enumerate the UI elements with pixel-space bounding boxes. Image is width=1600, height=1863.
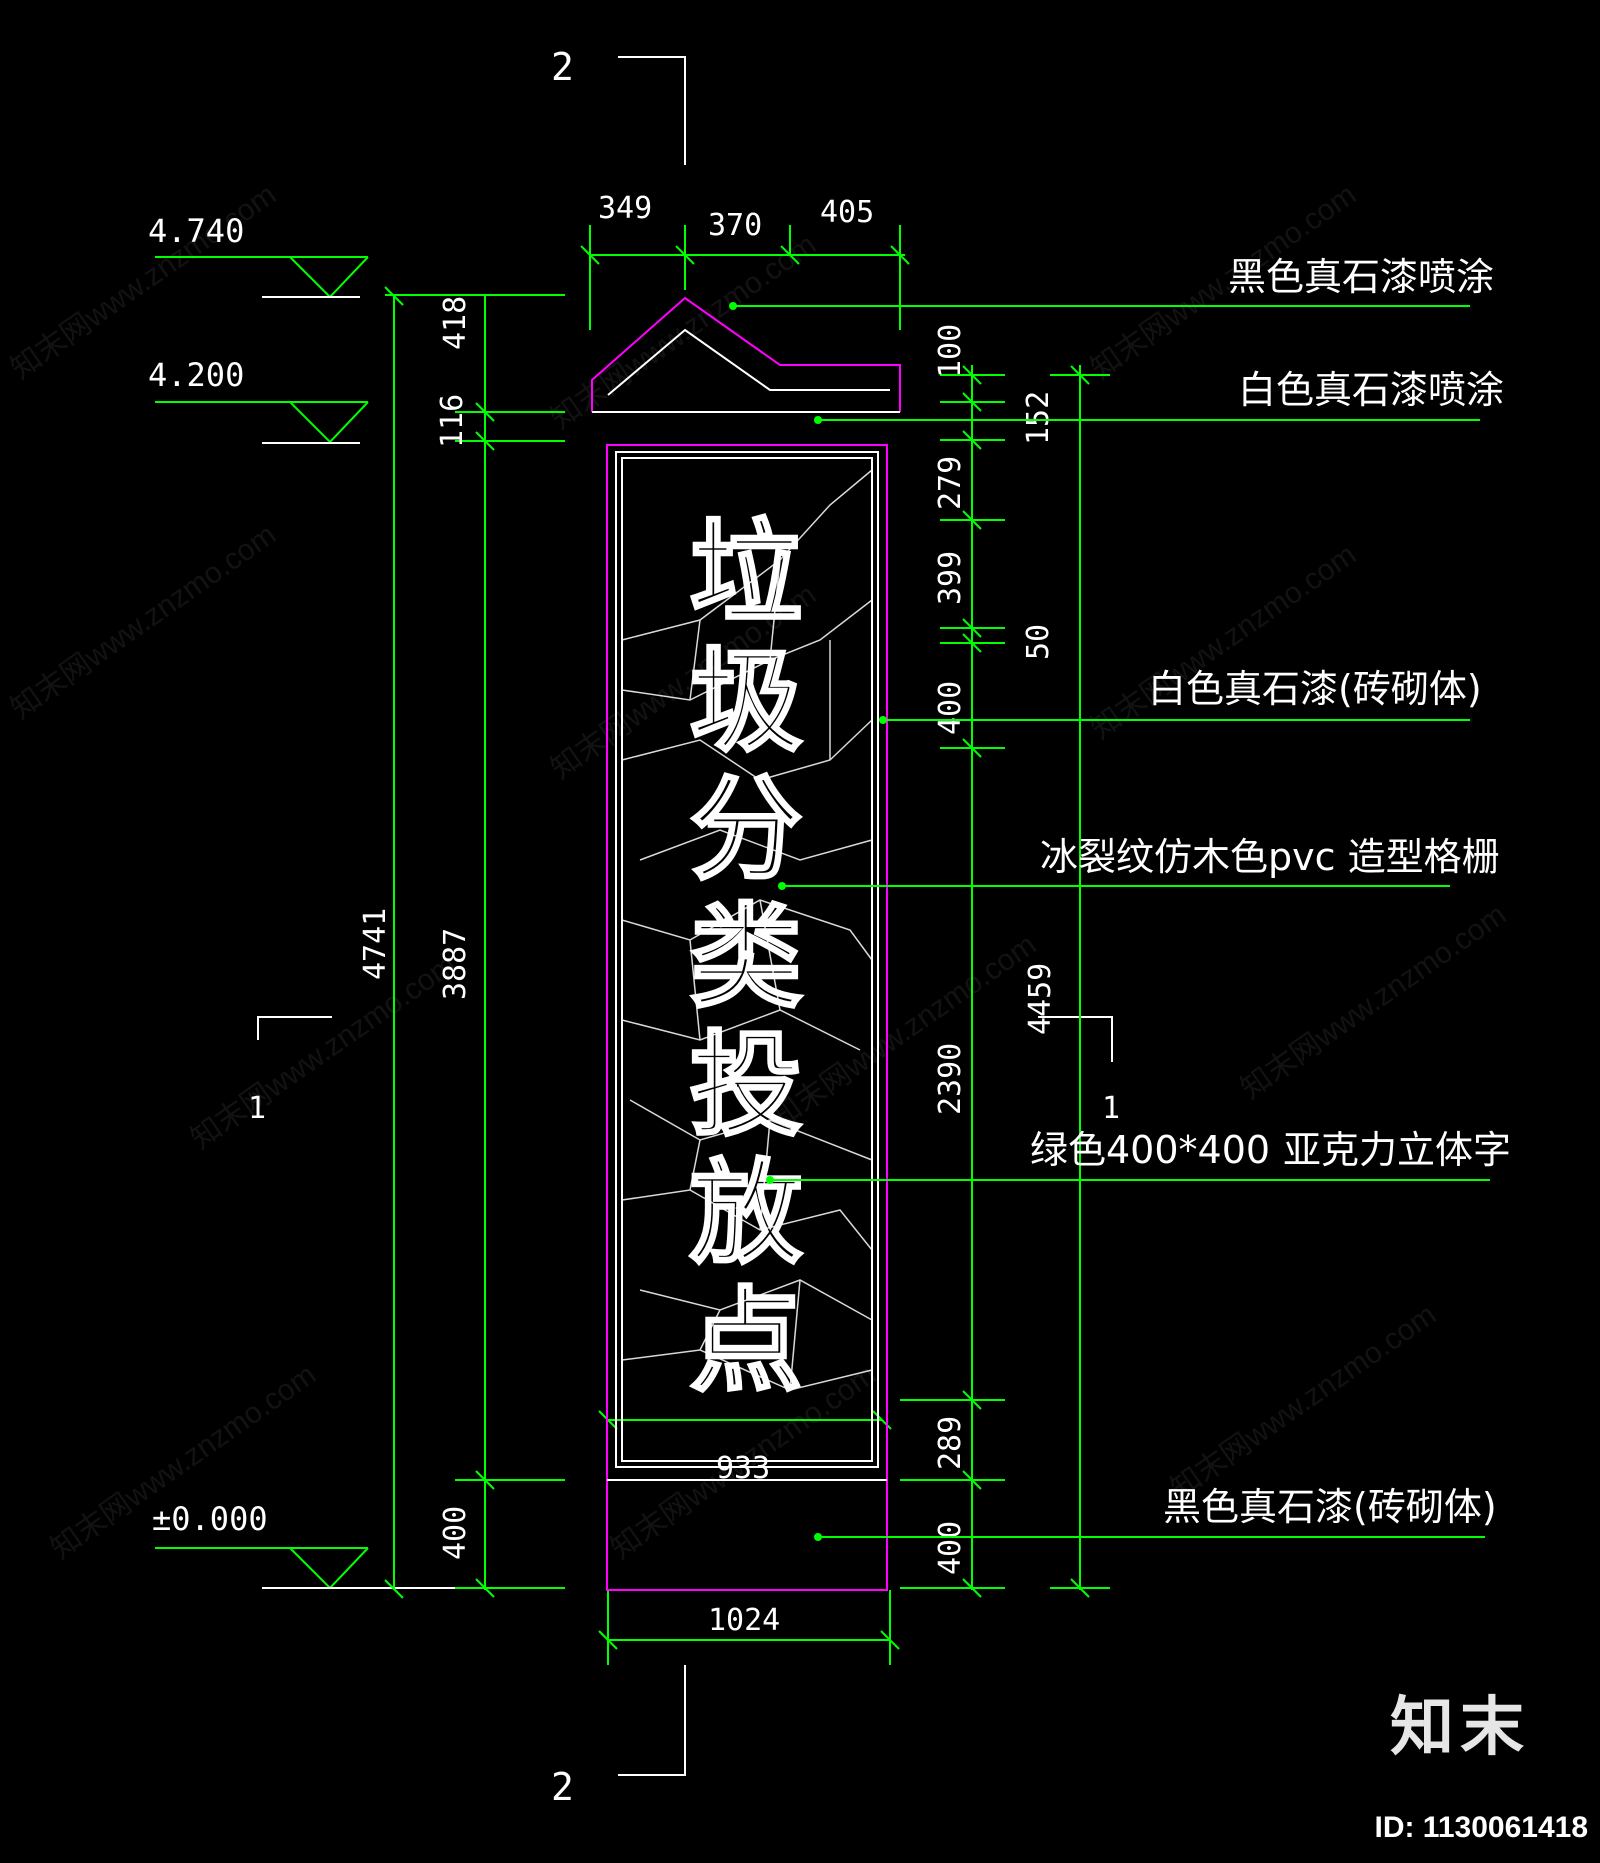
dim-4741: 4741 bbox=[358, 908, 393, 980]
note-green-size: 绿色400*400 bbox=[1030, 1128, 1270, 1172]
section-label-left: 1 bbox=[248, 1091, 266, 1126]
dim-289: 289 bbox=[933, 1416, 968, 1470]
dim-370: 370 bbox=[708, 208, 762, 243]
section-mark-bottom-line bbox=[618, 1665, 686, 1776]
dim-100: 100 bbox=[933, 324, 968, 378]
dimension-lines bbox=[384, 225, 1110, 1665]
section-mark-left-line bbox=[257, 1016, 332, 1040]
sign-char: 投 bbox=[690, 1021, 802, 1151]
sign-char: 垃 bbox=[690, 509, 802, 639]
sign-char: 圾 bbox=[690, 637, 802, 767]
leader-lines bbox=[733, 305, 1490, 1538]
brand-logo: 知末 bbox=[1390, 1691, 1530, 1765]
watermark-text: 知末网www.znzmo.com bbox=[1165, 1298, 1442, 1506]
sign-outline bbox=[591, 296, 901, 1591]
elevation-label-ground: ±0.000 bbox=[152, 1500, 268, 1538]
dim-405: 405 bbox=[820, 195, 874, 230]
dim-279: 279 bbox=[933, 456, 968, 510]
sign-detail bbox=[592, 328, 900, 1481]
watermark-text: 知末网www.znzmo.com bbox=[185, 948, 462, 1156]
watermark-text: 知末网www.znzmo.com bbox=[1235, 898, 1512, 1106]
sign-characters: 垃 圾 分 类 投 放 点 bbox=[689, 508, 804, 1409]
section-mark-right-line bbox=[1038, 1016, 1113, 1062]
watermark-text: 知末网www.znzmo.com bbox=[5, 518, 282, 726]
watermark-text: 知末网www.znzmo.com bbox=[5, 178, 282, 386]
note-cracked-ice-grille: 冰裂纹仿木色pvc 造型格栅 bbox=[1040, 835, 1500, 879]
note-white-stone-paint-spray: 白色真石漆喷涂 bbox=[1238, 368, 1504, 412]
watermark-text: 知末网www.znzmo.com bbox=[1085, 538, 1362, 746]
leader-dots bbox=[729, 302, 887, 1541]
dim-400-right: 400 bbox=[933, 681, 968, 735]
dim-4459: 4459 bbox=[1023, 963, 1058, 1035]
dim-400-left: 400 bbox=[438, 1506, 473, 1560]
brand-id-label: ID: 1130061418 bbox=[1374, 1811, 1588, 1844]
note-black-stone-paint-spray: 黑色真石漆喷涂 bbox=[1228, 255, 1494, 299]
sign-char: 类 bbox=[690, 893, 802, 1023]
elevation-label-mid: 4.200 bbox=[148, 356, 244, 394]
dim-2390: 2390 bbox=[933, 1043, 968, 1115]
dim-418: 418 bbox=[438, 296, 473, 350]
section-marks bbox=[257, 56, 1113, 1776]
dim-152: 152 bbox=[1021, 391, 1056, 445]
sign-char: 点 bbox=[690, 1277, 802, 1407]
dim-1024: 1024 bbox=[708, 1603, 780, 1638]
section-label-top: 2 bbox=[551, 45, 574, 89]
dim-3887: 3887 bbox=[438, 928, 473, 1000]
sign-char: 放 bbox=[690, 1149, 802, 1279]
section-label-bottom: 2 bbox=[551, 1765, 574, 1809]
dim-50: 50 bbox=[1021, 624, 1056, 660]
elevation-markers bbox=[155, 256, 560, 1590]
watermark-text: 知末网www.znzmo.com bbox=[765, 928, 1042, 1136]
dim-349: 349 bbox=[598, 191, 652, 226]
note-white-stone-paint-brick: 白色真石漆(砖砌体) bbox=[1148, 667, 1482, 711]
sign-char: 分 bbox=[690, 765, 802, 895]
elevation-label-top: 4.740 bbox=[148, 212, 244, 250]
note-black-stone-paint-brick: 黑色真石漆(砖砌体) bbox=[1163, 1485, 1497, 1529]
dim-116: 116 bbox=[435, 394, 470, 448]
lattice-pattern bbox=[621, 469, 873, 1391]
note-acrylic-letters: 亚克力立体字 bbox=[1283, 1128, 1511, 1172]
section-mark-top-line bbox=[618, 56, 686, 165]
dim-400-bottom-right: 400 bbox=[933, 1521, 968, 1575]
dim-399: 399 bbox=[933, 551, 968, 605]
section-label-right: 1 bbox=[1102, 1091, 1120, 1126]
